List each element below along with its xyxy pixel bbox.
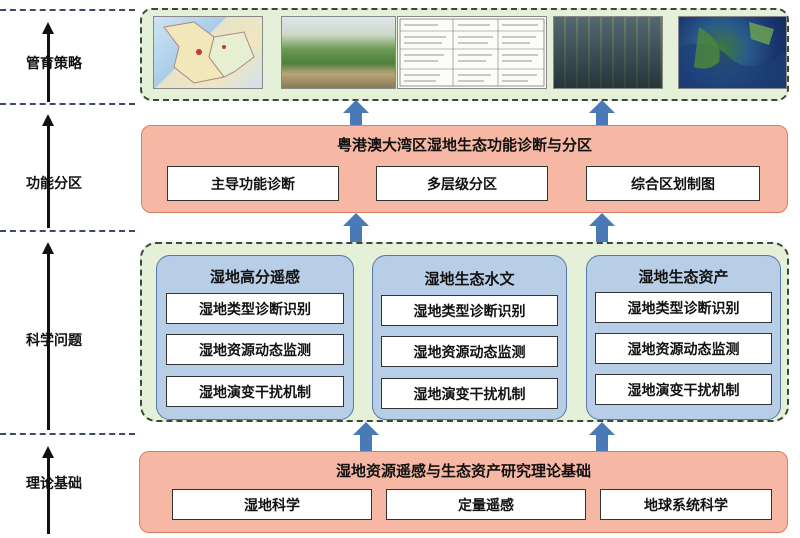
column-item: 湿地类型诊断识别 [166, 293, 344, 324]
up-arrow-icon [42, 22, 54, 102]
strategy-table-image [397, 16, 547, 89]
column-item: 湿地演变干扰机制 [595, 374, 772, 405]
satellite-image-drawing [679, 22, 786, 88]
column-title: 湿地生态资产 [638, 268, 729, 286]
theory-item: 湿地科学 [172, 489, 372, 520]
wetland-forest-photo [281, 16, 396, 89]
side-label-science: 科学问题 [26, 333, 82, 349]
column-title: 湿地高分遥感 [209, 268, 300, 286]
column-item: 湿地资源动态监测 [166, 334, 344, 365]
column-item: 湿地资源动态监测 [595, 333, 772, 364]
satellite-image [678, 16, 787, 89]
column-item: 湿地类型诊断识别 [595, 292, 772, 323]
divider-line [0, 433, 135, 435]
column-item: 湿地类型诊断识别 [381, 295, 558, 326]
science-column-assets: 湿地生态资产 湿地类型诊断识别 湿地资源动态监测 湿地演变干扰机制 [586, 255, 781, 420]
map-image-drawing [163, 21, 255, 84]
column-item: 湿地演变干扰机制 [166, 376, 344, 407]
zoning-item: 综合区划制图 [586, 166, 760, 201]
theory-box: 湿地资源遥感与生态资产研究理论基础 湿地科学 定量遥感 地球系统科学 [139, 451, 788, 533]
zoning-item: 多层级分区 [376, 166, 548, 201]
side-label-zoning: 功能分区 [26, 176, 82, 192]
divider-line [0, 230, 135, 232]
divider-line [0, 103, 135, 105]
map-image [153, 16, 263, 89]
theory-item: 地球系统科学 [600, 489, 772, 520]
strategy-panel [140, 8, 789, 101]
column-title: 湿地生态水文 [424, 270, 515, 288]
up-arrow-icon [589, 213, 615, 243]
up-arrow-icon [589, 422, 615, 452]
column-item: 湿地演变干扰机制 [381, 378, 558, 409]
side-label-strategy: 管育策略 [26, 56, 82, 72]
up-arrow-icon [353, 422, 379, 452]
aerial-ponds-photo [553, 16, 663, 89]
theory-item: 定量遥感 [386, 489, 586, 520]
divider-line [0, 9, 135, 11]
science-column-remote-sensing: 湿地高分遥感 湿地类型诊断识别 湿地资源动态监测 湿地演变干扰机制 [156, 255, 354, 420]
side-label-theory: 理论基础 [26, 476, 82, 492]
zoning-box: 粤港澳大湾区湿地生态功能诊断与分区 主导功能诊断 多层级分区 综合区划制图 [141, 125, 788, 213]
science-panel: 湿地高分遥感 湿地类型诊断识别 湿地资源动态监测 湿地演变干扰机制 湿地生态水文… [140, 242, 789, 422]
theory-title: 湿地资源遥感与生态资产研究理论基础 [335, 462, 591, 480]
zoning-item: 主导功能诊断 [167, 166, 339, 201]
up-arrow-icon [42, 114, 54, 228]
science-column-hydrology: 湿地生态水文 湿地类型诊断识别 湿地资源动态监测 湿地演变干扰机制 [372, 255, 567, 420]
up-arrow-icon [343, 213, 369, 243]
up-arrow-icon [42, 242, 54, 430]
table-image-drawing [399, 18, 545, 87]
up-arrow-icon [42, 446, 54, 534]
column-item: 湿地资源动态监测 [381, 336, 558, 367]
zoning-title: 粤港澳大湾区湿地生态功能诊断与分区 [336, 136, 592, 154]
